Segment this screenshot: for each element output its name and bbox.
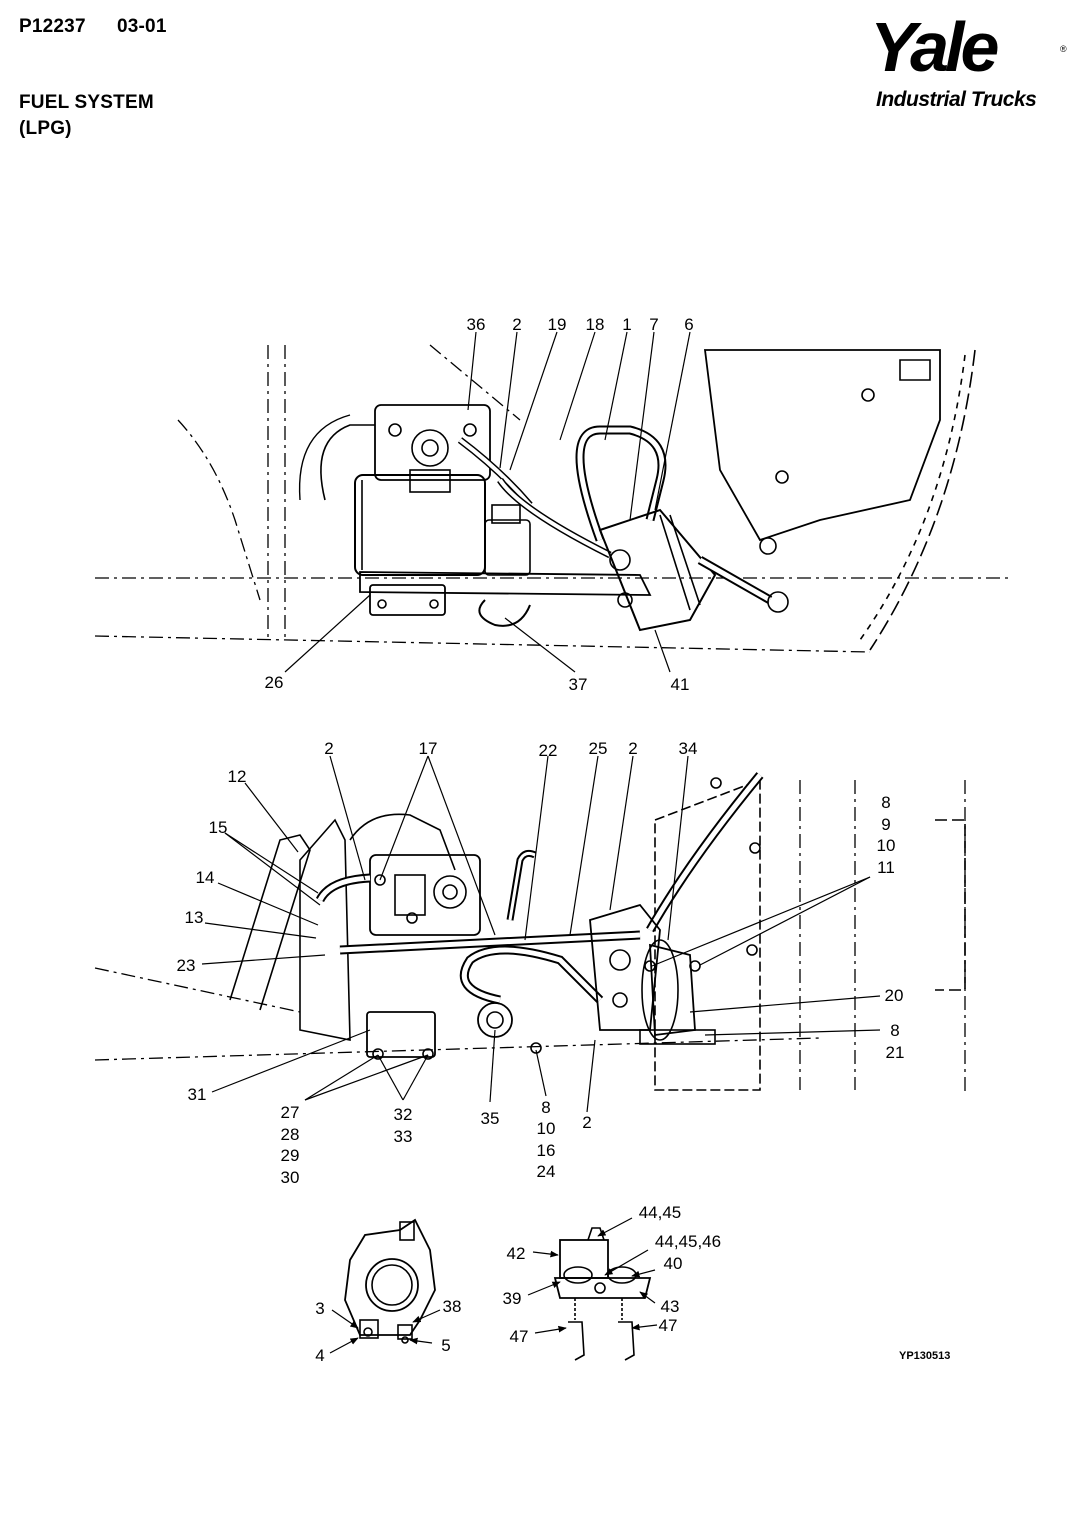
callout-label: 19 [548, 315, 567, 334]
callout-label: 41 [671, 675, 690, 694]
callout-label: 12 [228, 767, 247, 786]
callout-label: 10 [537, 1119, 556, 1138]
callout-label: 14 [196, 868, 215, 887]
page-title: FUEL SYSTEM [19, 92, 154, 113]
yale-logo: Yale ® Industrial Trucks [870, 12, 1075, 118]
top-view-drawing [94, 344, 1010, 653]
callout-label: 3 [315, 1299, 324, 1318]
callout-label: 20 [885, 986, 904, 1005]
callout-label: 40 [664, 1254, 683, 1273]
callout-label: 29 [281, 1146, 300, 1165]
callout-label: 8 [890, 1021, 899, 1040]
callout-label: 17 [419, 739, 438, 758]
middle-view-callouts: 2 17 22 25 2 34 12 15 14 13 23 31 27 28 … [177, 739, 905, 1187]
callout-label: 21 [886, 1043, 905, 1062]
top-view-leaders [284, 331, 691, 673]
callout-label: 23 [177, 956, 196, 975]
callout-label: 25 [589, 739, 608, 758]
callout-label: 10 [877, 836, 896, 855]
callout-label: 4 [315, 1346, 324, 1365]
callout-label: 37 [569, 675, 588, 694]
page-subtitle: (LPG) [19, 118, 72, 139]
callout-label: 11 [877, 858, 895, 877]
document-revision: 03-01 [117, 16, 167, 37]
callout-label: 38 [443, 1297, 462, 1316]
callout-label: 31 [188, 1085, 207, 1104]
callout-label: 9 [881, 815, 890, 834]
callout-label: 18 [586, 315, 605, 334]
callout-label: 44,45 [639, 1203, 682, 1222]
middle-view-drawing [94, 772, 966, 1095]
callout-label: 1 [622, 315, 631, 334]
callout-label: 8 [881, 793, 890, 812]
callout-label: 6 [684, 315, 693, 334]
callout-label: 24 [537, 1162, 556, 1181]
callout-label: 34 [679, 739, 698, 758]
callout-label: 39 [503, 1289, 522, 1308]
callout-label: 28 [281, 1125, 300, 1144]
callout-label: 44,45,46 [655, 1232, 721, 1251]
detail-left-leaders [329, 1309, 441, 1354]
callout-label: 8 [541, 1098, 550, 1117]
callout-label: 36 [467, 315, 486, 334]
callout-label: 26 [265, 673, 284, 692]
callout-label: 30 [281, 1168, 300, 1187]
figure-reference: YP130513 [899, 1350, 951, 1362]
callout-label: 5 [441, 1336, 450, 1355]
detail-right-drawing [553, 1227, 652, 1361]
logo-registered-mark: ® [1060, 44, 1067, 54]
detail-left-drawing [344, 1218, 436, 1344]
callout-label: 2 [628, 739, 637, 758]
callout-label: 35 [481, 1109, 500, 1128]
callout-label: 42 [507, 1244, 526, 1263]
detail-right-callouts: 44,45 44,45,46 42 40 39 43 47 47 [503, 1203, 722, 1346]
logo-tagline: Industrial Trucks [876, 88, 1037, 111]
callout-label: 13 [185, 908, 204, 927]
callout-label: 15 [209, 818, 228, 837]
callout-label: 33 [394, 1127, 413, 1146]
callout-label: 2 [324, 739, 333, 758]
callout-label: 47 [510, 1327, 529, 1346]
top-view-callouts: 36 2 19 18 1 7 6 26 37 41 [265, 315, 694, 694]
callout-label: 32 [394, 1105, 413, 1124]
logo-brand: Yale [870, 8, 999, 86]
document-id: P12237 [19, 16, 86, 37]
callout-label: 27 [281, 1103, 300, 1122]
callout-label: 22 [539, 741, 558, 760]
callout-label: 2 [512, 315, 521, 334]
callout-label: 7 [649, 315, 658, 334]
middle-view-leaders [201, 755, 881, 1113]
callout-label: 16 [537, 1141, 556, 1160]
callout-label: 47 [659, 1316, 678, 1335]
callout-label: 43 [661, 1297, 680, 1316]
detail-right-leaders [527, 1217, 658, 1334]
callout-label: 2 [582, 1113, 591, 1132]
detail-left-callouts: 3 38 4 5 [315, 1297, 461, 1365]
